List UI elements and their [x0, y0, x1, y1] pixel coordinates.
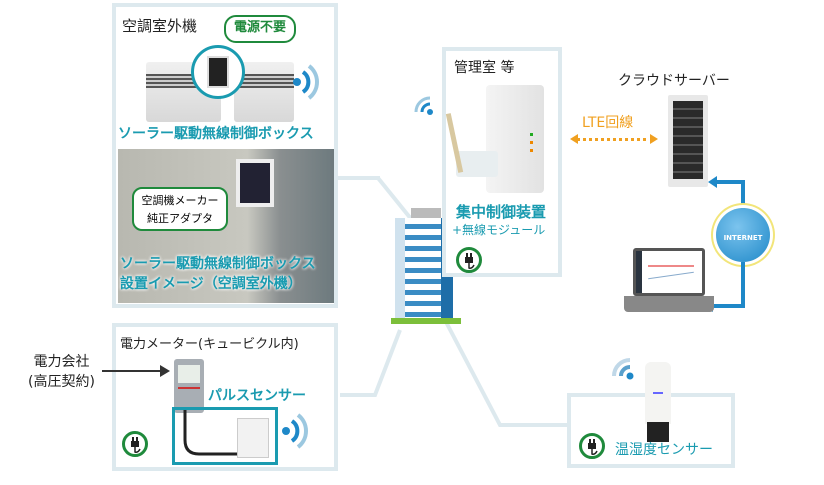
antenna [445, 113, 464, 173]
management-panel: 管理室 等 集中制御装置 +無線モジュール [442, 47, 562, 277]
power-plug-icon [456, 247, 482, 273]
management-title: 管理室 等 [454, 60, 515, 76]
connector-meter-line [340, 329, 402, 397]
wireless-module [456, 151, 498, 177]
photo-caption-line1: ソーラー駆動無線制御ボックス [120, 256, 316, 272]
aircon-panel: 空調室外機 電源不要 ソーラー駆動無線制御ボックス 空調機メーカー 純正アダプタ… [112, 3, 338, 308]
meter-panel: 電力メーター(キュービクル内) パルスセンサー [112, 323, 338, 471]
internet-line-up [741, 180, 745, 210]
power-meter [174, 359, 204, 413]
photo-caption-line2: 設置イメージ（空調室外機） [120, 276, 302, 292]
power-company-line1: 電力会社 [33, 354, 90, 370]
aircon-title: 空調室外機 [122, 17, 198, 35]
power-company-label: 電力会社 (高圧契約) [28, 352, 95, 392]
solar-box-photo [236, 159, 274, 207]
lte-label: LTE回線 [582, 115, 634, 131]
internet-line-server [716, 180, 745, 184]
wireless-signal-icon [612, 358, 634, 380]
internet-line-laptop [712, 304, 745, 308]
adapter-callout: 空調機メーカー 純正アダプタ [132, 187, 228, 231]
power-plug-icon [579, 433, 605, 459]
lte-arrow-left-head [570, 134, 578, 144]
lte-arrow-right-head [650, 134, 658, 144]
arrow-head [160, 365, 170, 377]
controller-sublabel: +無線モジュール [452, 223, 546, 237]
internet-label: INTERNET [723, 234, 763, 242]
pulse-sensor-device [237, 418, 269, 458]
meter-title: 電力メーター(キュービクル内) [120, 337, 299, 352]
connector-aircon-building [330, 176, 380, 180]
control-box-highlight [191, 45, 245, 99]
solar-box-label: ソーラー駆動無線制御ボックス [118, 126, 314, 142]
power-plug-icon [122, 431, 148, 457]
sensor-cable [183, 410, 253, 456]
internet-globe: INTERNET [716, 208, 770, 262]
lte-connection-arrow [576, 138, 654, 141]
humidity-sensor-label: 温湿度センサー [615, 442, 713, 458]
cloud-server-title: クラウドサーバー [618, 73, 730, 89]
laptop-keyboard [624, 296, 714, 312]
power-company-line2: (高圧契約) [28, 374, 95, 390]
power-free-badge: 電源不要 [224, 15, 296, 43]
arrow-to-server [708, 176, 717, 188]
arrow-to-meter [102, 370, 164, 372]
callout-line1: 空調機メーカー [141, 194, 219, 207]
wireless-signal-icon [414, 96, 433, 115]
controller-label: 集中制御装置 [456, 203, 547, 221]
pulse-sensor-label: パルスセンサー [208, 388, 306, 404]
connector-humidity-line [443, 319, 570, 427]
internet-line-down [741, 262, 745, 308]
pulse-sensor-frame [172, 407, 278, 465]
laptop-screen [633, 248, 705, 296]
aircon-unit-right [234, 62, 294, 122]
humidity-sensor-plug-block [647, 422, 669, 442]
wireless-signal-icon [282, 413, 308, 449]
installation-photo: 空調機メーカー 純正アダプタ ソーラー駆動無線制御ボックス 設置イメージ（空調室… [118, 149, 334, 303]
humidity-sensor-device [645, 362, 671, 424]
wireless-signal-icon [293, 64, 319, 100]
server-rack [668, 95, 708, 187]
callout-line2: 純正アダプタ [147, 212, 213, 225]
